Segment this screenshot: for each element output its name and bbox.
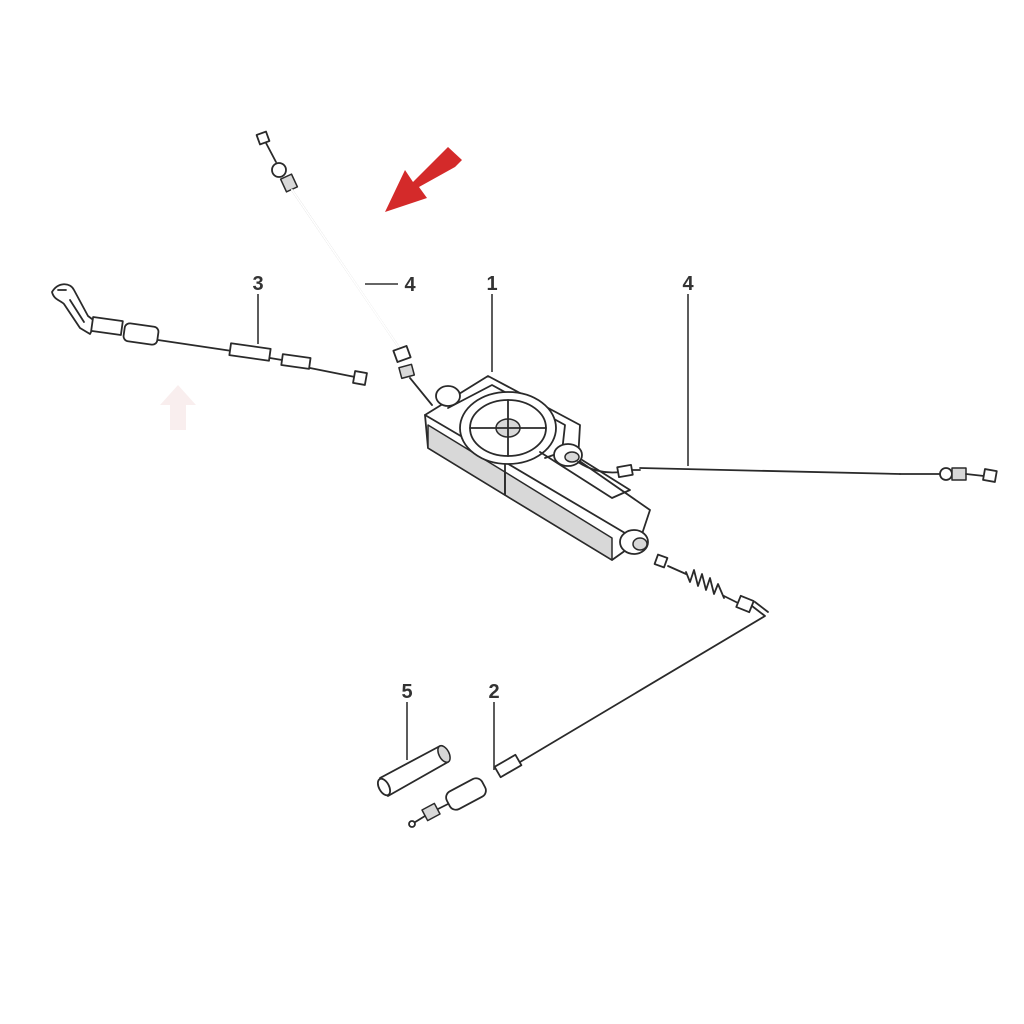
housing-part-1 xyxy=(424,375,651,561)
cable-part-4-right xyxy=(577,461,998,483)
callout-part-4-upper: 4 xyxy=(404,274,416,296)
callout-part-2: 2 xyxy=(488,681,499,703)
cable-part-4-upper xyxy=(255,130,433,406)
highlight-arrow-icon xyxy=(385,147,462,212)
callout-part-4-right: 4 xyxy=(682,273,694,295)
callout-part-5: 5 xyxy=(401,681,412,703)
sleeve-part-5 xyxy=(376,744,451,797)
cable-part-3 xyxy=(51,283,368,386)
faint-arrow-artifact xyxy=(160,385,196,430)
callout-part-3: 3 xyxy=(252,273,263,295)
callout-part-1: 1 xyxy=(486,273,497,295)
cable-part-2 xyxy=(408,553,769,828)
